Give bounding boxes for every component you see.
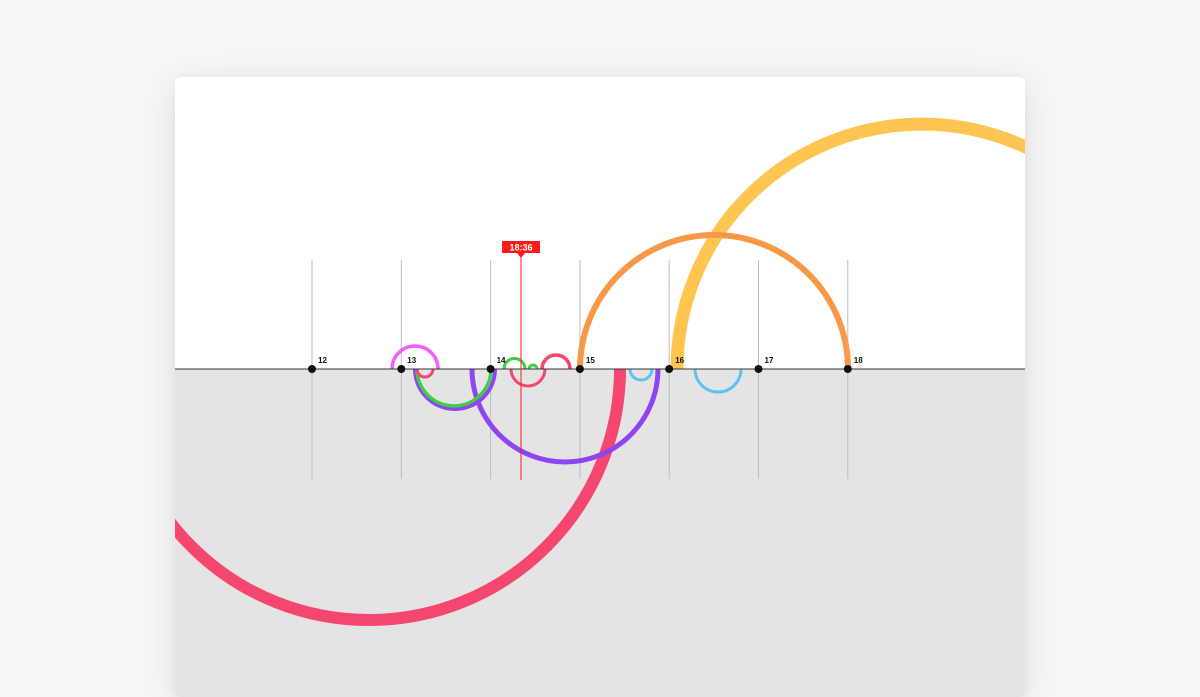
arc-yellow-large [670, 117, 1025, 370]
arc-green-mini [527, 363, 539, 370]
arc-cyan-small [628, 368, 654, 382]
arc-red-mid [509, 368, 547, 388]
arc-green-upper [502, 357, 527, 370]
current-time-marker[interactable]: 18:36 [502, 241, 540, 480]
current-time-badge [502, 241, 540, 253]
tick-label-13: 13 [407, 356, 416, 365]
arc-timeline: 12 13 14 15 16 17 18 18:36 [175, 117, 1025, 626]
tick-node-16[interactable] [665, 365, 674, 373]
tick-node-12[interactable] [308, 365, 316, 373]
arc-red-tiny [415, 368, 435, 379]
tick-node-17[interactable] [754, 365, 763, 373]
tick-node-14[interactable] [486, 365, 495, 373]
arcs [175, 117, 1025, 626]
arc-cyan-large [693, 368, 743, 394]
arc-green-lower [415, 368, 493, 408]
tick-label-14: 14 [497, 356, 506, 365]
arc-orange [577, 232, 851, 370]
lower-band [175, 369, 1025, 697]
tick-node-13[interactable] [397, 365, 406, 373]
timeline-card: 12 13 14 15 16 17 18 18:36 [175, 77, 1025, 697]
tick-label-17: 17 [765, 356, 774, 365]
tick-nodes: 12 13 14 15 16 17 18 [308, 356, 863, 373]
arc-red-upper [540, 353, 572, 370]
tick-node-15[interactable] [575, 365, 584, 373]
arc-purple-small [413, 368, 497, 411]
tick-label-12: 12 [318, 356, 327, 365]
current-time-pointer [517, 253, 525, 258]
tick-label-15: 15 [586, 356, 595, 365]
current-time-label: 18:36 [509, 243, 532, 253]
arc-purple-large [469, 368, 661, 465]
tick-label-18: 18 [854, 356, 863, 365]
tick-node-18[interactable] [843, 365, 852, 373]
arc-magenta [390, 344, 440, 370]
arc-red-large [175, 368, 626, 626]
tick-label-16: 16 [675, 356, 684, 365]
